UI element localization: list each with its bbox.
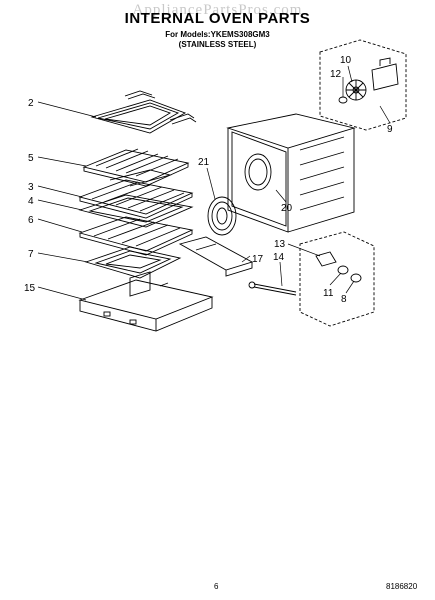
callout-15: 15	[24, 283, 36, 294]
watermark: AppliancePartsPros.com	[132, 2, 303, 18]
callout-10: 10	[340, 55, 352, 66]
callout-13: 13	[274, 239, 286, 250]
callout-6: 6	[28, 215, 34, 226]
page-number: 6	[214, 582, 219, 591]
callout-7: 7	[28, 249, 34, 260]
bracket	[178, 236, 254, 277]
callout-3: 3	[28, 182, 34, 193]
callout-8: 8	[341, 294, 347, 305]
callout-21: 21	[198, 157, 210, 168]
sensor	[248, 281, 297, 296]
callout-14: 14	[273, 252, 285, 263]
bottom-panel	[78, 279, 214, 332]
callout-17: 17	[252, 254, 264, 265]
bake-element	[84, 246, 182, 297]
rack-6	[78, 216, 194, 256]
callout-9: 9	[387, 124, 393, 135]
document-number: 8186820	[386, 582, 418, 591]
fan-motor-assembly	[319, 39, 407, 131]
broil-element	[90, 90, 197, 134]
callout-20: 20	[281, 203, 293, 214]
callout-5: 5	[28, 153, 34, 164]
fan-guard	[207, 196, 237, 236]
page-title: INTERNAL OVEN PARTS	[124, 10, 311, 27]
top-rack	[82, 148, 190, 187]
callout-2: 2	[28, 98, 34, 109]
oven-cavity	[226, 113, 356, 233]
models-line: For Models:YKEMS308GM3	[165, 30, 270, 39]
callout-12: 12	[330, 69, 342, 80]
rack-4	[78, 194, 194, 228]
variant-line: (STAINLESS STEEL)	[178, 40, 257, 49]
callout-11: 11	[323, 288, 334, 299]
rack-3	[78, 179, 194, 219]
fan-blade	[345, 79, 367, 101]
light-assembly-box	[299, 231, 375, 327]
callout-4: 4	[28, 196, 34, 207]
leader-lines	[37, 65, 391, 301]
